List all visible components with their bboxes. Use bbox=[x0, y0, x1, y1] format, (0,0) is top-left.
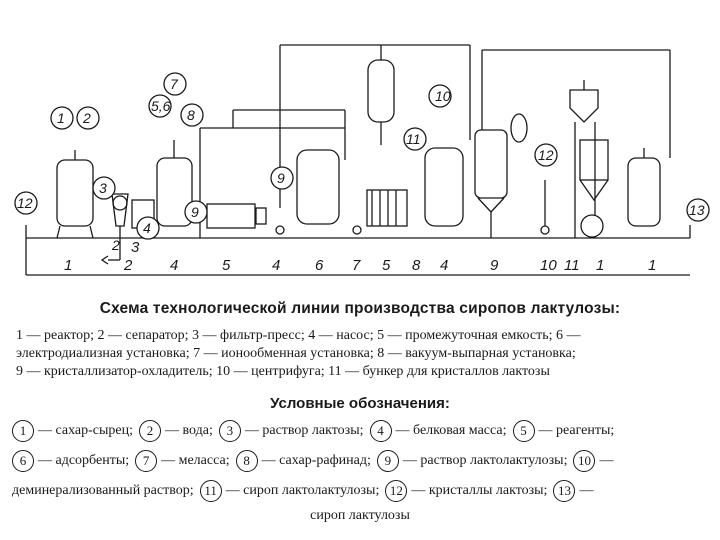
stream-label: 2 bbox=[82, 110, 91, 126]
equipment-number: 1 bbox=[596, 257, 604, 274]
equipment-number: 5 bbox=[222, 257, 231, 274]
stream-label: 9 bbox=[191, 204, 199, 220]
equipment-number: 2 bbox=[123, 257, 133, 274]
notation-text: — bbox=[579, 483, 594, 498]
equipment-number: 1 bbox=[648, 257, 656, 274]
equipment-number: 9 bbox=[490, 257, 499, 274]
stream-label: 8 bbox=[187, 107, 195, 123]
stream-label: 5,6 bbox=[151, 98, 171, 114]
notation-number: 5 bbox=[512, 420, 535, 442]
equipment-legend-line-3: 9 — кристаллизатор-охладитель; 10 — цент… bbox=[16, 364, 550, 379]
notation-item: 8— сахар-рафинад; bbox=[235, 450, 371, 472]
equipment-number: 11 bbox=[564, 257, 580, 274]
notation-text: — сахар-сырец; bbox=[38, 423, 134, 438]
notation-item: 6 — адсорбенты; bbox=[12, 450, 129, 472]
notation-number: 1 bbox=[12, 420, 34, 442]
notation-item: деминерализованный раствор; bbox=[12, 483, 194, 499]
stream-label: 11 bbox=[406, 131, 421, 147]
notation-number: 7 bbox=[135, 450, 158, 472]
equipment-number: 4 bbox=[272, 257, 280, 274]
notation-text: — раствор лактозы; bbox=[244, 423, 364, 438]
stream-label: 10 bbox=[435, 88, 451, 104]
stream-label: 12 bbox=[17, 195, 33, 211]
notation-item: 7— меласса; bbox=[135, 450, 230, 472]
stream-label: 7 bbox=[170, 76, 179, 92]
notation-number: 3 bbox=[218, 420, 241, 442]
notation-item: 4— белковая масса; bbox=[369, 420, 507, 442]
notation-text: — bbox=[599, 453, 614, 468]
notation-text: — раствор лактолактулозы; bbox=[402, 453, 568, 468]
equipment-number: 8 bbox=[412, 257, 421, 274]
notation-continuation: сироп лактулозы bbox=[310, 508, 410, 523]
notation-number: 2 bbox=[139, 420, 162, 442]
notation-text: — вода; bbox=[165, 423, 213, 438]
stream-marker-labels: 1 2 3 4 5,6 7 8 9 9 10 11 12 13 2 12 bbox=[17, 76, 705, 253]
notation-number: 11 bbox=[199, 480, 222, 502]
notation-item: 12— кристаллы лактозы; bbox=[385, 480, 547, 502]
notation-number: 12 bbox=[385, 480, 408, 502]
equipment-number: 6 bbox=[315, 257, 324, 274]
notation-text: — реагенты; bbox=[538, 423, 615, 438]
stream-label: 13 bbox=[689, 202, 705, 218]
notation-text: — сахар-рафинад; bbox=[261, 453, 371, 468]
notation-item: 9— раствор лактолактулозы; bbox=[376, 450, 568, 472]
figure-title: Схема технологической линии производства… bbox=[99, 300, 621, 317]
stream-label: 1 bbox=[57, 110, 65, 126]
notation-title: Условные обозначения: bbox=[270, 395, 450, 412]
equipment-legend-line-1: 1 — реактор; 2 — сепаратор; 3 — фильтр-п… bbox=[16, 328, 581, 343]
notation-item: 10— bbox=[573, 450, 613, 472]
equipment-number: 5 bbox=[382, 257, 391, 274]
notation-text: деминерализованный раствор; bbox=[12, 483, 194, 498]
stream-label: 4 bbox=[143, 220, 151, 236]
process-flow-svg: 1 2 3 4 5,6 7 8 9 9 10 11 12 13 2 12 1 2… bbox=[14, 44, 710, 276]
stream-markers bbox=[14, 72, 710, 240]
notation-number: 4 bbox=[369, 420, 392, 442]
notation-text: — меласса; bbox=[161, 453, 230, 468]
notation-item: 5— реагенты; bbox=[512, 420, 615, 442]
notation-text: — сироп лактолактулозы; bbox=[225, 483, 380, 498]
stream-label: 2 bbox=[111, 237, 120, 253]
equipment-labels: 1 2 3 4 5 4 6 7 5 8 4 9 10 11 1 1 bbox=[64, 239, 656, 274]
equipment-legend-line-2: электродиализная установка; 7 — ионообме… bbox=[16, 346, 576, 361]
equipment-number: 7 bbox=[352, 257, 361, 274]
notation-row-3: деминерализованный раствор; 11— сироп ла… bbox=[12, 480, 716, 502]
equipment-number: 4 bbox=[440, 257, 448, 274]
notation-text: — белковая масса; bbox=[395, 423, 507, 438]
stream-label: 12 bbox=[538, 147, 554, 163]
notation-text: — адсорбенты; bbox=[38, 453, 130, 468]
notation-number: 9 bbox=[376, 450, 399, 472]
notation-number: 10 bbox=[573, 450, 596, 472]
notation-text: — кристаллы лактозы; bbox=[411, 483, 548, 498]
notation-item: 1 — сахар-сырец; bbox=[12, 420, 133, 442]
notation-row-1: 1 — сахар-сырец; 2— вода; 3— раствор лакт… bbox=[12, 420, 716, 442]
notation-number: 8 bbox=[235, 450, 258, 472]
notation-item: 2— вода; bbox=[139, 420, 213, 442]
equipment-number: 10 bbox=[540, 257, 557, 274]
notation-number: 6 bbox=[12, 450, 34, 472]
notation-number: 13 bbox=[553, 480, 576, 502]
notation-item: 13— bbox=[553, 480, 593, 502]
stream-label: 3 bbox=[99, 180, 107, 196]
notation-row-2: 6 — адсорбенты; 7— меласса; 8— сахар-рафи… bbox=[12, 450, 716, 472]
stream-label: 9 bbox=[277, 170, 285, 186]
equipment-number: 1 bbox=[64, 257, 72, 274]
process-flow-diagram: 1 2 3 4 5,6 7 8 9 9 10 11 12 13 2 12 1 2… bbox=[14, 44, 710, 276]
notation-item: 3— раствор лактозы; bbox=[218, 420, 364, 442]
equipment-number: 4 bbox=[170, 257, 178, 274]
notation-item: 11— сироп лактолактулозы; bbox=[199, 480, 380, 502]
equipment-number: 3 bbox=[131, 239, 140, 256]
